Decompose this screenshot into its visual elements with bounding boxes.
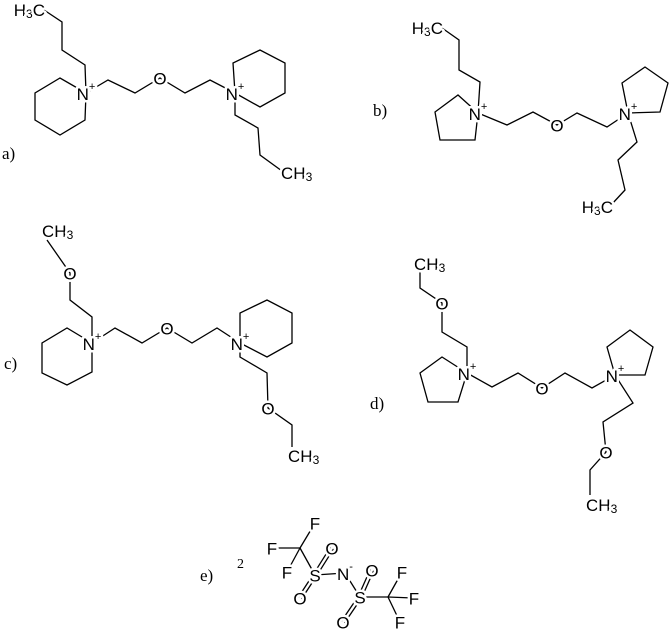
structure-a: a) H3C N+ O N+ CH3 (2, 0, 315, 187)
bond-cf-bond-5 (387, 596, 414, 599)
bond-cf-bond-4 (387, 571, 403, 598)
bond-butyl-b-top (441, 27, 481, 114)
bond-ns-bond-2 (344, 572, 361, 598)
bond-so-double-bond-4-line-1 (343, 597, 363, 624)
atom-sulfur-1: S (309, 567, 320, 586)
bond-butyl-a-top (43, 9, 87, 94)
atom-nitrogen-left-d: N+ (458, 361, 477, 384)
bond-cs-bond-1 (299, 547, 316, 576)
atom-fluorine-1: F (310, 515, 320, 534)
atom-oxygen-bottom-d: O (599, 444, 612, 463)
atom-nitrogen-left-a: N+ (77, 81, 96, 104)
atom-oxygen-top-d: O (435, 295, 448, 314)
bond-ring-a-right (232, 49, 286, 108)
bond-ring-a-left (34, 77, 87, 136)
bond-so-double-bond-4-line-2 (340, 595, 360, 622)
atom-nitrogen-right-d: N+ (606, 363, 625, 386)
atom-methyl-bottom-a: CH3 (281, 164, 313, 185)
structure-label-c: c) (4, 354, 17, 373)
atom-oxygen-bridge-b: O (550, 117, 563, 136)
atom-fluorine-3: F (282, 564, 292, 583)
bond-cf-bond-1 (299, 522, 316, 549)
bond-ring-d-right (606, 329, 654, 376)
structure-e-anion: e) 2 F F F S O O N- S O O F F F (200, 512, 422, 633)
atom-fluorine-6: F (395, 614, 405, 633)
bond-ring-d-left (419, 356, 468, 403)
atom-oxygen-bridge-a: O (153, 70, 166, 89)
bond-butyl-b-bottom (611, 112, 638, 205)
atom-oxygen-2: O (293, 590, 306, 609)
atom-fluorine-2: F (267, 540, 277, 559)
atom-oxygen-top-c: O (63, 265, 76, 284)
bond-ethoxy-d-bottom (589, 374, 634, 495)
bond-ring-c-right (239, 299, 293, 358)
bond-ring-b-right (621, 66, 669, 114)
atom-methyl-top-b: H3C (412, 19, 443, 40)
bond-so-double-bond-2-line-1 (300, 575, 318, 600)
structure-c: c) CH3 O N+ O N+ O CH3 (4, 219, 322, 470)
atom-methyl-bottom-b: H3C (582, 198, 613, 219)
bond-so-double-bond-2-line-2 (297, 573, 315, 598)
atom-fluorine-4: F (397, 564, 407, 583)
atom-oxygen-3: O (365, 562, 378, 581)
bond-cf-bond-3 (286, 547, 301, 573)
structure-label-e: e) (200, 566, 213, 585)
bond-so-double-bond-1-line-1 (312, 546, 332, 575)
bond-ring-b-left (434, 94, 479, 141)
atom-nitrogen-right-c: N+ (231, 331, 250, 354)
structure-label-d: d) (370, 394, 384, 413)
bond-ether-bridge-a (85, 77, 236, 94)
bond-ring-c-left (41, 327, 93, 386)
atom-nitrogen-anion: N- (337, 561, 353, 584)
atom-nitrogen-right-b: N+ (619, 101, 638, 124)
atom-methyl-bottom-c: CH3 (288, 447, 320, 468)
atom-oxygen-4: O (336, 614, 349, 633)
stoichiometric-coefficient: 2 (237, 557, 244, 572)
atom-methyl-top-d: CH3 (414, 255, 446, 276)
atom-oxygen-1: O (325, 540, 338, 559)
atom-fluorine-5: F (409, 590, 419, 609)
atom-oxygen-bottom-c: O (261, 400, 274, 419)
bond-so-double-bond-1-line-2 (315, 548, 335, 577)
bond-ether-bridge-d (466, 372, 616, 389)
atom-nitrogen-right-a: N+ (226, 81, 245, 104)
bond-ethoxy-c-bottom (239, 343, 293, 447)
structure-label-a: a) (2, 144, 15, 163)
bond-ethoxy-d-top (419, 272, 468, 373)
bond-cf-bond-6 (387, 596, 401, 623)
bond-sn-bond-1 (314, 572, 346, 576)
structure-d: d) CH3 O N+ O N+ O CH3 (370, 252, 627, 519)
bond-ethoxy-c-top (46, 239, 93, 343)
atom-methyl-top-a: H3C (14, 1, 45, 22)
atom-sulfur-2: S (354, 589, 365, 608)
bond-butyl-a-bottom (234, 93, 283, 172)
atom-nitrogen-left-b: N+ (469, 101, 488, 124)
bond-so-double-bond-3-line-2 (361, 570, 375, 598)
structure-b: b) H3C N+ O N+ H3C (373, 16, 640, 221)
atom-oxygen-bridge-c: O (160, 320, 173, 339)
bond-ether-bridge-c (91, 327, 241, 344)
bond-so-double-bond-3-line-1 (357, 569, 371, 597)
atom-nitrogen-left-c: N+ (83, 331, 102, 354)
atom-methyl-bottom-d: CH3 (586, 496, 618, 517)
atom-oxygen-bridge-d: O (535, 380, 548, 399)
bond-ether-bridge-b (477, 111, 629, 128)
structure-label-b: b) (373, 101, 387, 120)
bonds-layer (34, 9, 669, 624)
atom-methyl-top-c: CH3 (42, 222, 74, 243)
